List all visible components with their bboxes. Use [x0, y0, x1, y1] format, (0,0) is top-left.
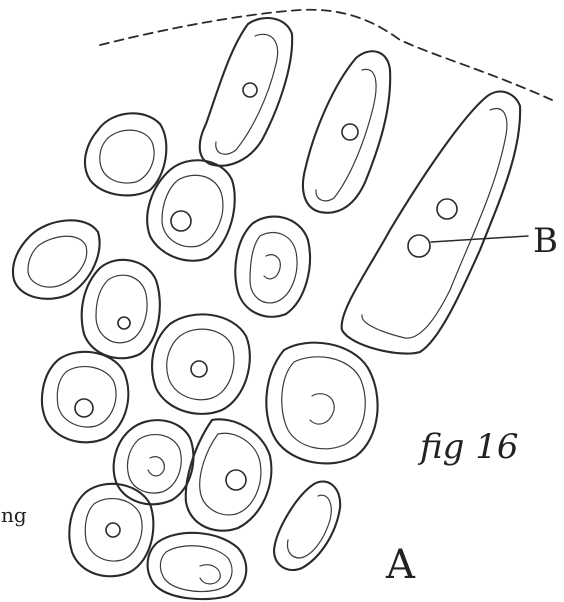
cell [186, 419, 272, 530]
edge-text-fragment: ng [1, 503, 27, 527]
nucleus [243, 83, 257, 97]
elongated-cell [200, 18, 292, 166]
nucleus [75, 399, 93, 417]
label-a: A [385, 542, 416, 588]
cell [148, 533, 247, 599]
cell [235, 217, 310, 317]
nucleus [171, 211, 191, 231]
nucleus [408, 235, 430, 257]
cell [114, 420, 194, 504]
elongated-cell-B [342, 92, 528, 354]
label-b-pointer-line [431, 236, 528, 242]
nucleus [191, 361, 207, 377]
label-b: B [533, 221, 558, 261]
nucleus [106, 523, 120, 537]
tissue-boundary-dashed-line [100, 10, 552, 100]
cell [82, 260, 160, 358]
cell [274, 481, 340, 569]
cell [152, 314, 250, 413]
nucleus [226, 470, 246, 490]
nucleus [437, 199, 457, 219]
cell [69, 484, 153, 576]
elongated-cell [303, 51, 390, 213]
cell [266, 343, 377, 464]
cell [42, 352, 128, 442]
figure-caption: fig 16 [417, 427, 519, 467]
cell [85, 113, 166, 195]
nucleus [118, 317, 130, 329]
nucleus [342, 124, 358, 140]
